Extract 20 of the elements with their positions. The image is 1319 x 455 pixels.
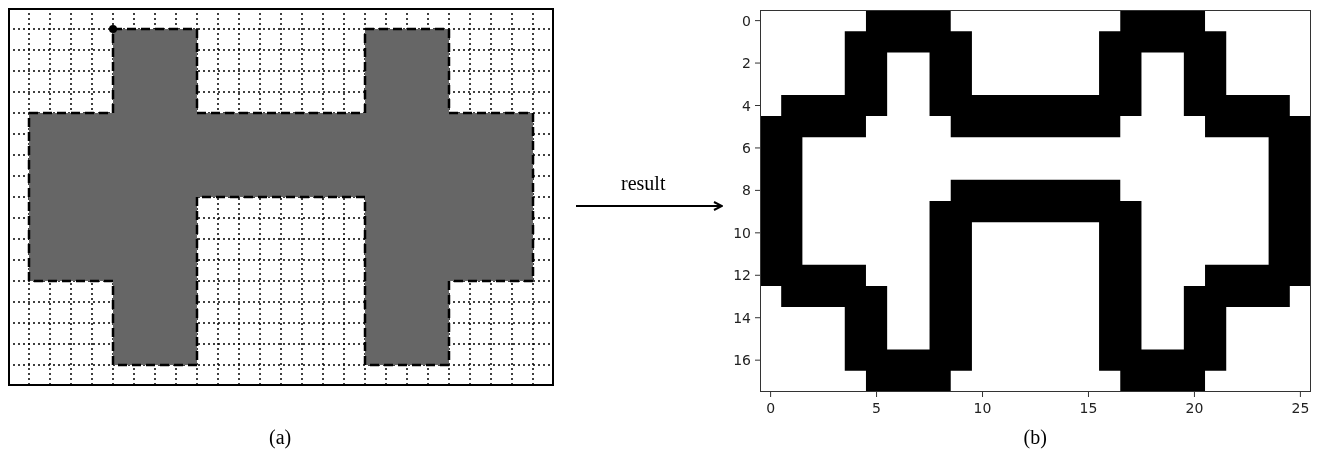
tick-label: 0 [742,12,751,29]
arrow [575,201,723,211]
tick-label: 14 [733,309,751,326]
panel-caption: (b) [1023,426,1047,448]
tick-label: 10 [972,400,993,416]
tick-label: 12 [733,267,751,284]
panel-caption: (a) [269,426,292,448]
tick-label: 5 [871,400,882,416]
tick-label: 16 [733,352,751,369]
tick-label: 0 [765,400,777,416]
tick-label: 20 [1184,400,1205,416]
tick-label: 15 [1078,400,1099,416]
tick-label: 4 [742,97,751,114]
edge-label: result [621,172,666,194]
tick-label: 10 [733,224,751,241]
tick-label: 2 [742,55,751,72]
tick-label: 25 [1290,400,1311,416]
tick-label: 8 [742,182,751,199]
grid-shape-drawing [8,8,554,386]
tick-label: 6 [742,139,751,156]
